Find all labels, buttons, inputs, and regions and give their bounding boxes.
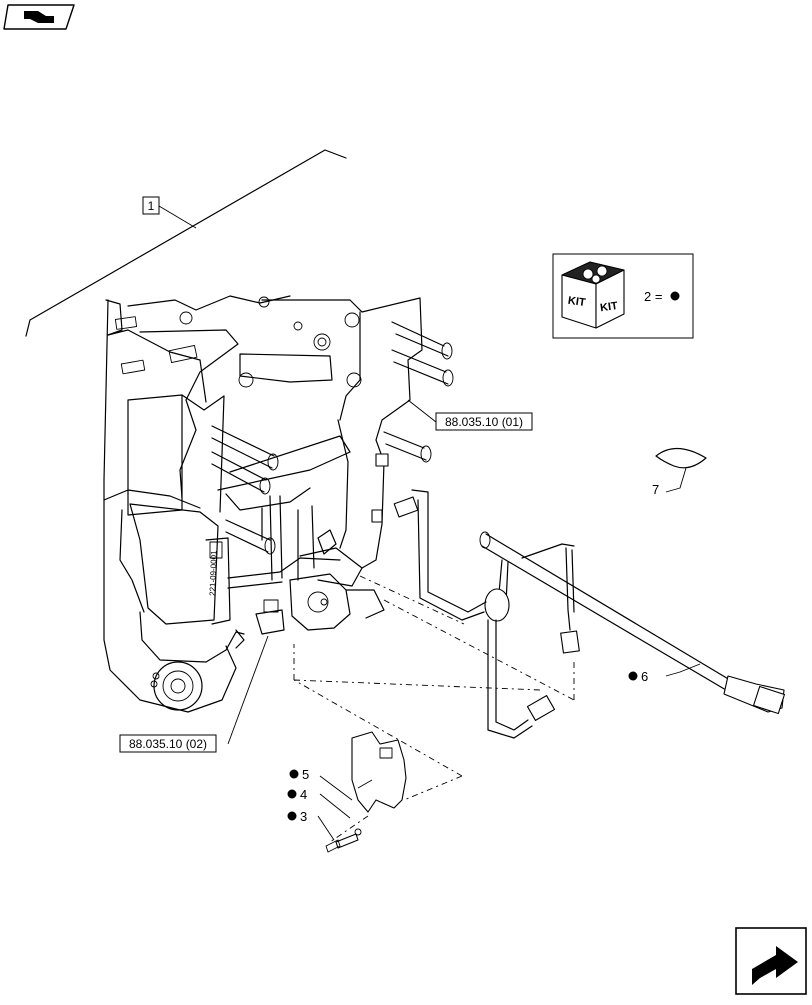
callout-number: 6 (641, 669, 648, 684)
kit-marker-dot (287, 811, 297, 821)
callout-number: 5 (302, 767, 309, 782)
callout-6[interactable]: 6 (628, 669, 649, 684)
frame-item-number: 1 (148, 199, 155, 213)
reference-label-upper: 88.035.10 (01) (445, 415, 523, 429)
position-lines (293, 575, 575, 843)
kit-legend: KIT KIT 2 = (552, 253, 694, 339)
kit-label-right: KIT (599, 300, 618, 314)
loader-frame: 221-09-0001 (103, 295, 454, 713)
callout-4[interactable]: 4 (287, 787, 308, 802)
callout-3[interactable]: 3 (287, 809, 308, 824)
reference-88-035-10-01[interactable]: 88.035.10 (01) (435, 412, 533, 431)
kit-marker-dot (628, 671, 638, 681)
kit-box-icon: KIT KIT (561, 261, 625, 329)
callout-number: 7 (652, 482, 659, 497)
reference-88-035-10-02[interactable]: 88.035.10 (02) (119, 734, 217, 753)
wiring-harness (371, 453, 786, 739)
frame-item-callout[interactable]: 1 (142, 196, 160, 215)
next-page-arrow-icon[interactable] (735, 927, 807, 995)
callout-7[interactable]: 7 (652, 482, 659, 497)
frame-stamp: 221-09-0001 (208, 550, 219, 596)
kit-marker-dot (670, 291, 680, 301)
seal-ring (655, 447, 707, 493)
kit-marker-dot (289, 769, 299, 779)
kit-equation: 2 = (644, 289, 662, 304)
leader-lines (227, 399, 701, 841)
frame-bracket (25, 149, 347, 337)
callout-number: 4 (300, 787, 307, 802)
mounting-bracket (325, 731, 407, 853)
kit-label-left: KIT (567, 295, 586, 309)
book-navigation-icon[interactable] (3, 4, 75, 30)
reference-label-lower: 88.035.10 (02) (129, 737, 207, 751)
callout-number: 3 (300, 809, 307, 824)
callout-5[interactable]: 5 (289, 767, 310, 782)
kit-marker-dot (287, 789, 297, 799)
